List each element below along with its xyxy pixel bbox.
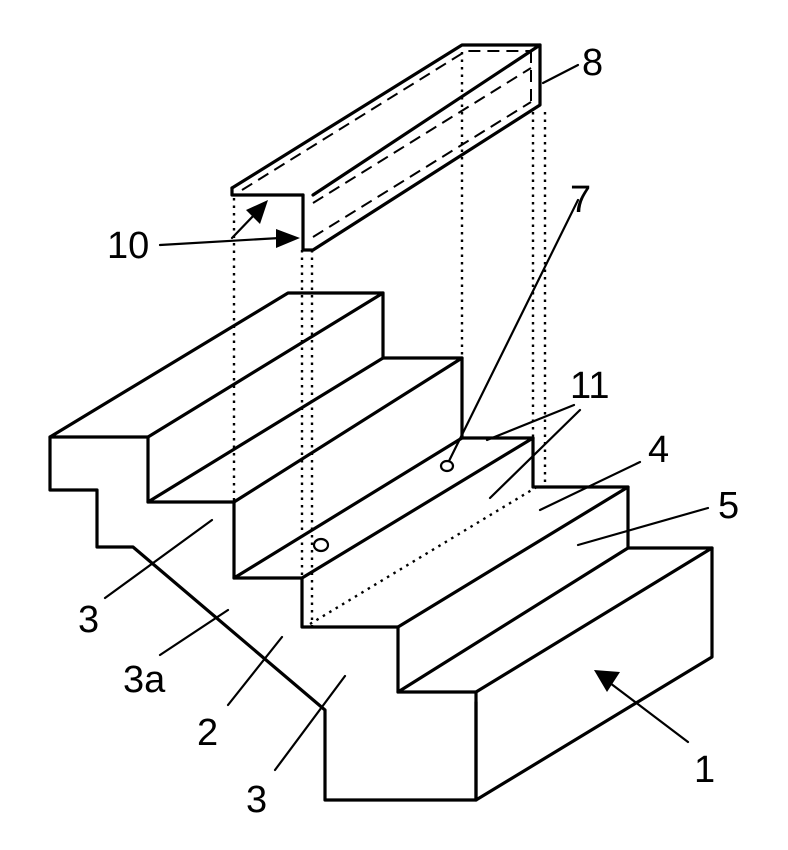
- leader-3-bottom: [273, 674, 347, 772]
- label-10: 10: [107, 225, 149, 267]
- reference-numerals: 8 7 10 11 4 5 3 3a 2 3 1: [78, 42, 739, 821]
- leader-7: [447, 198, 580, 463]
- leader-10-b: [230, 212, 257, 240]
- second-step-tread: [146, 356, 464, 504]
- profile-hidden-edge-1: [241, 50, 531, 191]
- angle-profile: [230, 43, 542, 252]
- profile-hidden-edge-2: [312, 67, 532, 204]
- screw-hole-upper: [439, 459, 455, 473]
- projection-lines: [232, 52, 547, 628]
- leader-11-b: [488, 408, 582, 500]
- arrow-head-10-a: [276, 229, 300, 248]
- bottom-step-side: [474, 546, 714, 802]
- leader-5: [576, 506, 710, 547]
- label-8: 8: [582, 42, 603, 84]
- label-2: 2: [197, 712, 218, 754]
- profile-top-face: [230, 43, 542, 197]
- label-3a: 3a: [123, 659, 166, 701]
- leader-3a: [158, 608, 230, 657]
- leader-3-top: [103, 518, 214, 600]
- second-step-riser: [232, 356, 464, 580]
- profile-front-face: [301, 43, 542, 252]
- third-step-riser: [300, 436, 630, 694]
- dotted-edge-row: [309, 483, 541, 626]
- label-3-top: 3: [78, 599, 99, 641]
- profile-hidden-edge-3: [312, 101, 532, 238]
- leader-11-a: [485, 403, 576, 442]
- leader-2: [226, 635, 284, 707]
- leader-1: [608, 681, 690, 744]
- label-1: 1: [694, 749, 715, 791]
- third-step-tread: [232, 436, 535, 580]
- bottom-step-tread: [396, 546, 714, 694]
- stair-body: [48, 291, 714, 802]
- leader-8: [541, 63, 580, 85]
- screw-hole-lower: [312, 537, 330, 553]
- arrow-head-1: [594, 670, 620, 692]
- label-7: 7: [570, 179, 591, 221]
- profile-end-flange: [230, 186, 305, 197]
- label-3-bottom: 3: [246, 779, 267, 821]
- label-5: 5: [718, 485, 739, 527]
- label-4: 4: [648, 429, 669, 471]
- label-11: 11: [570, 365, 609, 407]
- leader-10-a: [158, 236, 282, 247]
- arrow-head-10-b: [246, 200, 268, 224]
- fourth-step-front-edge: [396, 485, 630, 629]
- top-step-top-surface: [48, 291, 385, 439]
- leader-4: [538, 460, 642, 512]
- leader-lines: [103, 63, 710, 772]
- top-step-riser: [146, 291, 385, 504]
- stair-profile-outline: [48, 435, 478, 802]
